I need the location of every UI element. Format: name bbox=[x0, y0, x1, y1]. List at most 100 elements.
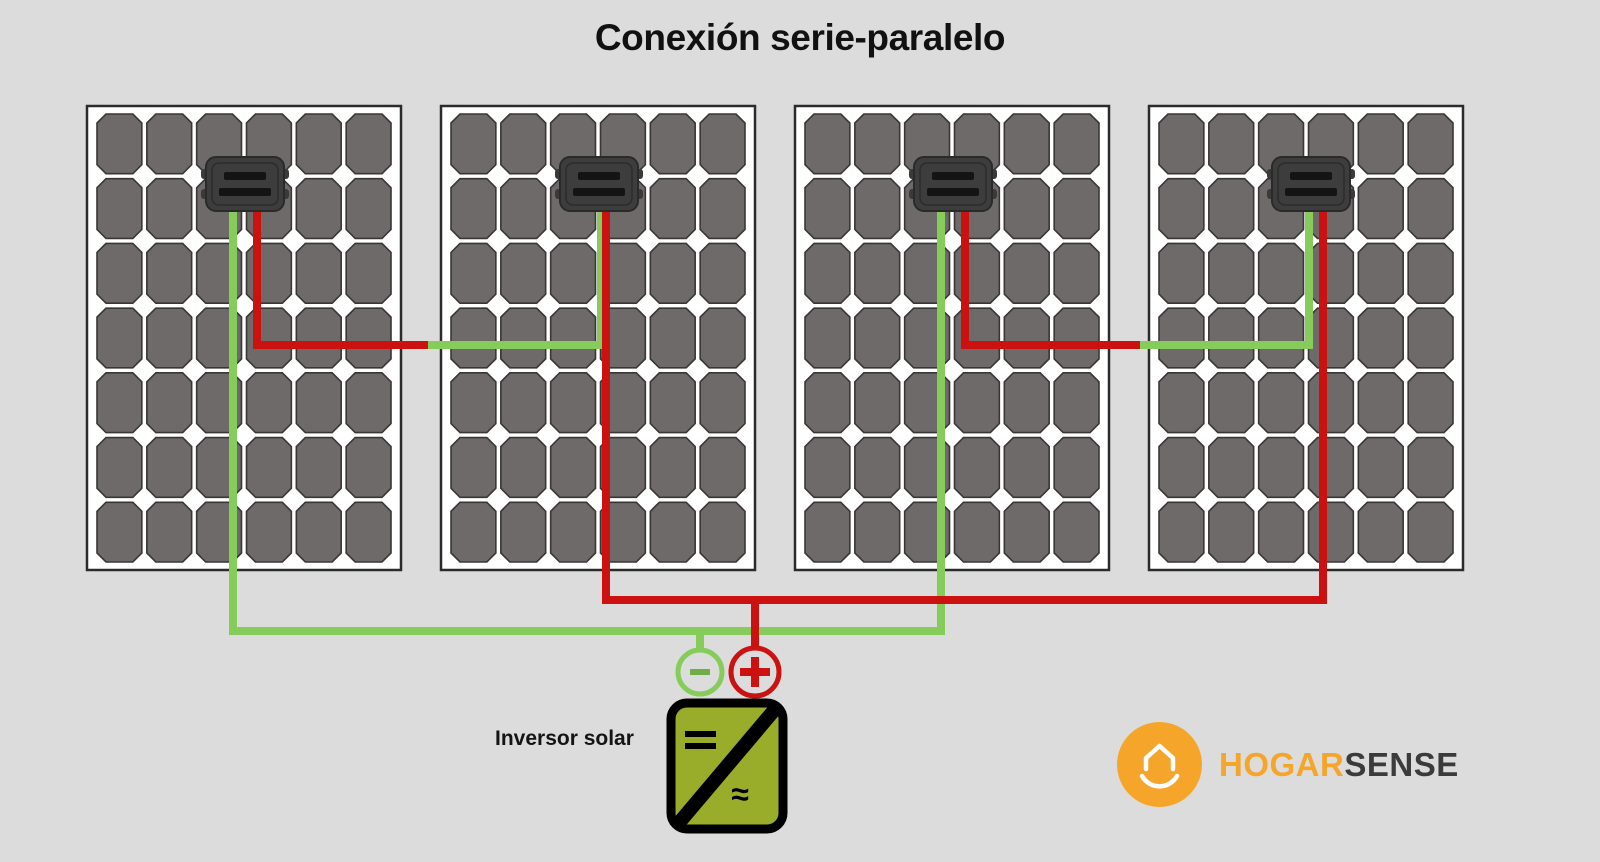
solar-cell bbox=[1053, 177, 1100, 240]
solar-cell bbox=[854, 436, 901, 499]
solar-cell bbox=[804, 113, 851, 175]
solar-cell bbox=[1407, 372, 1454, 434]
solar-cell bbox=[1003, 372, 1050, 434]
solar-cell bbox=[1307, 242, 1355, 304]
solar-cell bbox=[804, 177, 851, 240]
solar-cell bbox=[953, 501, 1001, 563]
solar-cell bbox=[1257, 242, 1305, 304]
junction-box-panel-4 bbox=[1267, 156, 1355, 212]
solar-cell bbox=[1053, 307, 1100, 369]
solar-cell bbox=[699, 501, 746, 563]
solar-cell bbox=[649, 372, 696, 434]
solar-cell bbox=[804, 436, 851, 499]
wire-negative-panel3-to-inverter bbox=[700, 208, 945, 635]
solar-cell bbox=[146, 113, 193, 175]
solar-cell bbox=[854, 372, 901, 434]
solar-cell bbox=[1208, 436, 1255, 499]
solar-cell bbox=[1003, 242, 1050, 304]
solar-cell bbox=[500, 242, 547, 304]
solar-cell bbox=[1407, 307, 1454, 369]
solar-cell bbox=[599, 372, 647, 434]
solar-cell bbox=[1307, 307, 1355, 369]
brand-name-part2: SENSE bbox=[1344, 745, 1459, 783]
solar-cell bbox=[1053, 113, 1100, 175]
solar-cell bbox=[804, 307, 851, 369]
solar-cell bbox=[854, 177, 901, 240]
solar-cell bbox=[1208, 177, 1255, 240]
solar-cell bbox=[500, 372, 547, 434]
terminal-negative[interactable] bbox=[675, 647, 725, 697]
solar-cell bbox=[1003, 307, 1050, 369]
panel-1-cells bbox=[96, 113, 392, 563]
solar-cell bbox=[295, 372, 342, 434]
solar-cell bbox=[854, 113, 901, 175]
solar-cell bbox=[699, 242, 746, 304]
junction-boxes bbox=[201, 156, 1355, 212]
solar-cell bbox=[1158, 436, 1205, 499]
solar-cell bbox=[1357, 436, 1404, 499]
solar-cell bbox=[649, 436, 696, 499]
brand-mark-icon bbox=[1117, 722, 1202, 807]
solar-cell bbox=[1053, 372, 1100, 434]
solar-cell bbox=[549, 242, 597, 304]
solar-cell bbox=[96, 372, 143, 434]
wire-series-link-panel1-panel2 bbox=[424, 208, 605, 349]
solar-cell bbox=[649, 242, 696, 304]
solar-cell bbox=[1407, 177, 1454, 240]
solar-inverter[interactable]: ≈ bbox=[666, 698, 788, 834]
solar-cell bbox=[1357, 242, 1404, 304]
junction-box-panel-2 bbox=[555, 156, 643, 212]
inverter-label: Inversor solar bbox=[495, 727, 634, 750]
solar-cell bbox=[1357, 307, 1404, 369]
solar-cell bbox=[450, 372, 497, 434]
solar-cell bbox=[804, 501, 851, 563]
solar-cell bbox=[450, 501, 497, 563]
solar-cell bbox=[1053, 242, 1100, 304]
solar-cell bbox=[1307, 436, 1355, 499]
junction-box-panel-1 bbox=[201, 156, 289, 212]
wire-negative-panel1-to-inverter bbox=[229, 208, 704, 650]
solar-cell bbox=[699, 307, 746, 369]
solar-cell bbox=[1053, 501, 1100, 563]
solar-cell bbox=[1003, 436, 1050, 499]
solar-cell bbox=[854, 501, 901, 563]
solar-cell bbox=[295, 113, 342, 175]
solar-cell bbox=[500, 177, 547, 240]
solar-cell bbox=[96, 242, 143, 304]
solar-cell bbox=[146, 177, 193, 240]
solar-cell bbox=[295, 501, 342, 563]
solar-cell bbox=[1257, 436, 1305, 499]
solar-cell bbox=[295, 177, 342, 240]
inverter-ac-symbol: ≈ bbox=[731, 776, 749, 812]
solar-cell bbox=[345, 307, 392, 369]
wire-positive-panel1 bbox=[253, 208, 428, 349]
solar-cell bbox=[599, 436, 647, 499]
solar-cell bbox=[699, 436, 746, 499]
solar-cell bbox=[1208, 242, 1255, 304]
solar-cell bbox=[1407, 436, 1454, 499]
solar-cell bbox=[295, 436, 342, 499]
solar-cell bbox=[345, 242, 392, 304]
solar-cell bbox=[854, 307, 901, 369]
solar-cell bbox=[649, 501, 696, 563]
solar-cell bbox=[1357, 177, 1404, 240]
solar-cell bbox=[699, 113, 746, 175]
junction-box-panel-3 bbox=[909, 156, 997, 212]
solar-cell bbox=[450, 436, 497, 499]
solar-cell bbox=[500, 307, 547, 369]
solar-cell bbox=[295, 242, 342, 304]
solar-cell bbox=[649, 307, 696, 369]
solar-cell bbox=[500, 113, 547, 175]
solar-cell bbox=[500, 501, 547, 563]
negative-wires bbox=[229, 208, 1313, 650]
solar-cell bbox=[1357, 113, 1404, 175]
solar-cell bbox=[500, 436, 547, 499]
terminal-positive[interactable] bbox=[728, 645, 782, 699]
solar-cell bbox=[953, 372, 1001, 434]
solar-cell bbox=[295, 307, 342, 369]
solar-cell bbox=[146, 436, 193, 499]
solar-cell bbox=[146, 242, 193, 304]
solar-cell bbox=[96, 307, 143, 369]
wire-positive-panel2-to-inverter bbox=[602, 208, 759, 650]
